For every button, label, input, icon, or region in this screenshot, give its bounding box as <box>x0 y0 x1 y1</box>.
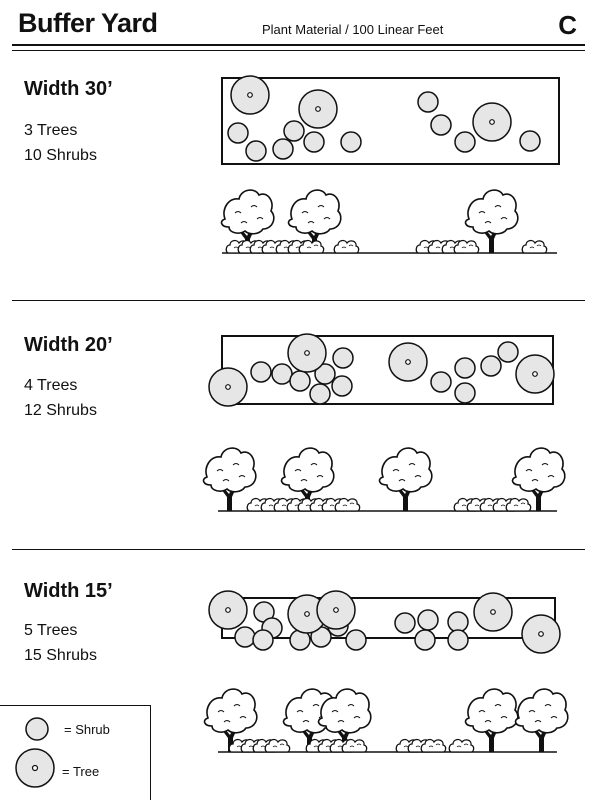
shrub-icon <box>298 239 325 254</box>
section-15-shrubs: 15 Shrubs <box>24 647 97 664</box>
shrub-icon <box>417 91 439 113</box>
tree-center-mark <box>304 350 310 356</box>
shrub-icon <box>303 131 325 153</box>
tree-center-mark <box>489 119 495 125</box>
legend-box <box>0 705 151 800</box>
shrub-icon <box>414 629 436 651</box>
section-divider-2 <box>12 549 585 550</box>
shrub-icon <box>497 341 519 363</box>
shrub-icon <box>430 371 452 393</box>
shrub-icon <box>430 114 452 136</box>
shrub-icon <box>519 130 541 152</box>
shrub-icon <box>420 738 447 753</box>
shrub-icon <box>334 497 361 512</box>
tree-center-mark <box>315 106 321 112</box>
tree-center-mark <box>538 631 544 637</box>
tree-center-mark <box>532 371 538 377</box>
shrub-icon <box>394 612 416 634</box>
shrub-icon <box>227 122 249 144</box>
shrub-icon <box>234 626 256 648</box>
shrub-icon <box>454 131 476 153</box>
shrub-icon <box>345 629 367 651</box>
shrub-icon <box>332 347 354 369</box>
shrub-icon <box>331 375 353 397</box>
tree-center-mark <box>225 607 231 613</box>
shrub-icon <box>245 140 267 162</box>
plan-outline-30 <box>221 77 560 165</box>
header-rule-bottom <box>12 50 585 51</box>
shrub-icon <box>453 239 480 254</box>
section-20-trees: 4 Trees <box>24 377 78 394</box>
shrub-icon <box>264 738 291 753</box>
shrub-icon <box>454 357 476 379</box>
shrub-icon <box>340 131 362 153</box>
section-30-trees: 3 Trees <box>24 122 78 139</box>
shrub-icon <box>448 738 475 753</box>
tree-center-mark <box>405 359 411 365</box>
shrub-icon <box>417 609 439 631</box>
tree-icon <box>202 447 257 512</box>
section-20-title: Width 20’ <box>24 334 113 356</box>
tree-center-mark <box>490 609 496 615</box>
shrub-icon <box>252 629 274 651</box>
section-15-trees: 5 Trees <box>24 622 78 639</box>
section-20-shrubs: 12 Shrubs <box>24 402 97 419</box>
shrub-icon <box>480 355 502 377</box>
page-subtitle: Plant Material / 100 Linear Feet <box>262 22 444 37</box>
section-15-title: Width 15’ <box>24 580 113 602</box>
tree-icon <box>514 688 569 753</box>
shrub-icon <box>309 383 331 405</box>
section-divider-1 <box>12 300 585 301</box>
shrub-icon <box>447 629 469 651</box>
tree-center-mark <box>333 607 339 613</box>
legend-tree-label: = Tree <box>62 764 100 779</box>
tree-icon <box>378 447 433 512</box>
shrub-icon <box>314 363 336 385</box>
tree-icon <box>464 688 519 753</box>
header-rule-top <box>12 44 585 46</box>
shrub-icon <box>454 382 476 404</box>
shrub-icon <box>521 239 548 254</box>
buffer-class-letter: C <box>558 10 577 40</box>
shrub-icon <box>447 611 469 633</box>
shrub-icon <box>289 370 311 392</box>
shrub-icon <box>250 361 272 383</box>
legend-shrub-icon <box>25 717 49 741</box>
shrub-icon <box>333 239 360 254</box>
section-30-shrubs: 10 Shrubs <box>24 147 97 164</box>
tree-center-mark <box>225 384 231 390</box>
shrub-icon <box>283 120 305 142</box>
shrub-icon <box>272 138 294 160</box>
section-30-title: Width 30’ <box>24 78 113 100</box>
tree-center-mark <box>304 611 310 617</box>
legend-tree-center <box>31 764 39 772</box>
shrub-icon <box>271 363 293 385</box>
tree-center-mark <box>247 92 253 98</box>
legend-shrub-label: = Shrub <box>64 722 110 737</box>
shrub-icon <box>505 497 532 512</box>
shrub-icon <box>341 738 368 753</box>
page-title: Buffer Yard <box>18 8 158 38</box>
